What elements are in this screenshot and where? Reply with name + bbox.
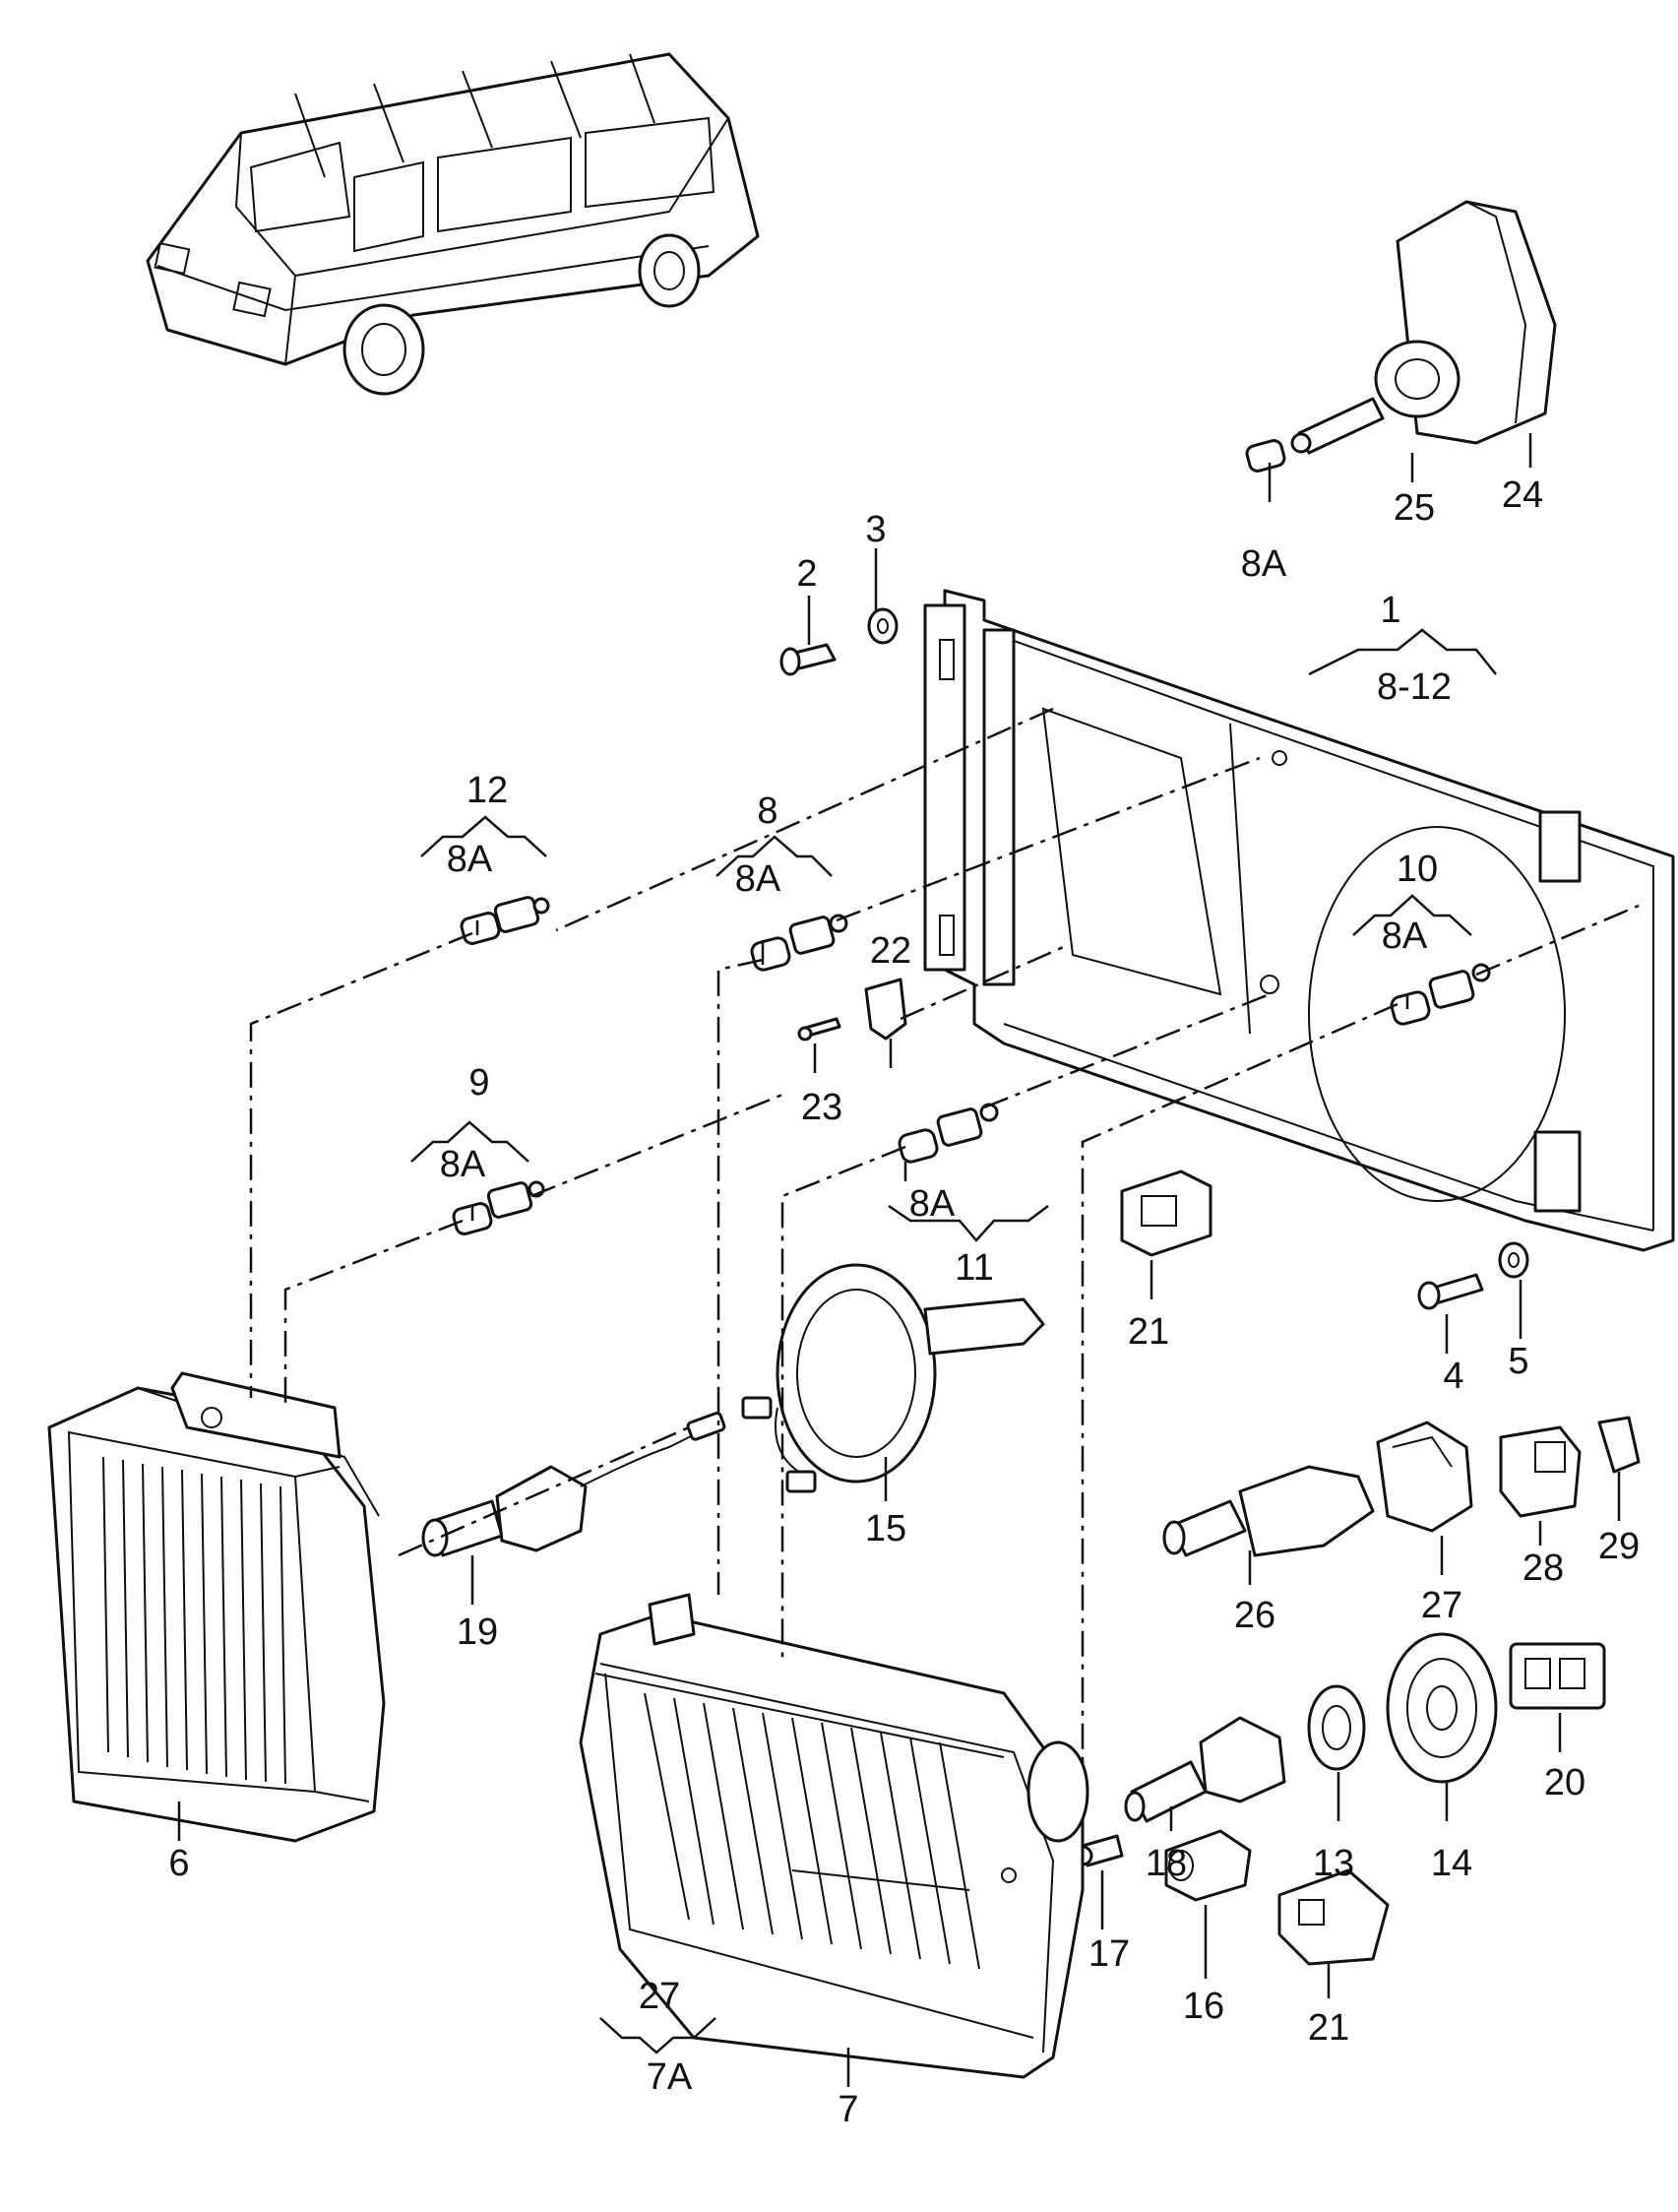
callout-15: 15	[865, 1508, 906, 1549]
callout-12-sub: 8A	[447, 839, 493, 880]
connector-29	[1597, 1416, 1641, 1474]
bulb-socket-8a-top	[1245, 439, 1286, 473]
callout-10-sub: 8A	[1382, 916, 1428, 957]
callout-23: 23	[801, 1087, 842, 1128]
pin-23	[797, 1017, 841, 1042]
callout-26: 26	[1234, 1595, 1275, 1636]
callout-20: 20	[1544, 1762, 1585, 1803]
callout-11-sub: 8A	[909, 1183, 956, 1225]
socket-16	[1164, 1829, 1252, 1902]
van-illustration	[146, 52, 760, 396]
callout-8: 8	[757, 790, 777, 832]
callout-4: 4	[1443, 1356, 1463, 1397]
callout-5: 5	[1508, 1341, 1528, 1382]
callout-8a-top: 8A	[1241, 543, 1287, 585]
fog-light-6	[47, 1371, 386, 1843]
callout-3: 3	[865, 509, 886, 550]
bulb-housing-24	[1374, 200, 1557, 445]
callout-29: 29	[1598, 1526, 1640, 1567]
adjuster-9	[452, 1180, 545, 1235]
connector-20	[1509, 1642, 1606, 1710]
callout-labels: 1 8-12 2 3 4 5 6 7 27 7A 8 8A 8A 9 8A 10…	[168, 474, 1640, 2130]
callout-25: 25	[1394, 487, 1435, 529]
callout-17: 17	[1088, 1933, 1130, 1975]
callout-7: 7	[838, 2089, 858, 2130]
assembly-lines	[249, 707, 1640, 1762]
callout-9-sub: 8A	[440, 1144, 486, 1185]
headlight-frame-1	[923, 589, 1675, 1252]
headlight-7	[579, 1593, 1089, 2079]
callout-24: 24	[1502, 474, 1543, 516]
adjuster-12	[460, 896, 550, 945]
callout-2: 2	[796, 553, 817, 595]
callout-8-sub: 8A	[735, 858, 781, 900]
callout-9: 9	[468, 1062, 489, 1104]
adjuster-10	[1390, 963, 1491, 1026]
callout-27: 27	[1421, 1585, 1462, 1626]
washer-5	[1498, 1241, 1529, 1279]
bulb-26	[1162, 1465, 1375, 1557]
cap-14	[1386, 1632, 1498, 1784]
clip-22	[864, 978, 907, 1041]
connector-21-top	[1120, 1169, 1212, 1257]
callout-19: 19	[457, 1612, 498, 1653]
retaining-ring-13	[1307, 1684, 1366, 1771]
screw-4	[1417, 1273, 1484, 1310]
callout-12: 12	[466, 770, 508, 811]
adjuster-11	[898, 1103, 999, 1164]
callout-21-bottom: 21	[1308, 2007, 1349, 2049]
callout-10: 10	[1397, 849, 1438, 890]
connector-21-bottom	[1277, 1868, 1390, 1966]
bulb-18	[1124, 1716, 1286, 1823]
screw-2	[779, 643, 837, 676]
callout-1: 1	[1380, 590, 1400, 631]
cap-27	[1376, 1421, 1473, 1533]
callout-18: 18	[1146, 1843, 1187, 1884]
callout-11: 11	[955, 1247, 993, 1289]
adjuster-8	[750, 914, 848, 972]
callout-21-top: 21	[1128, 1311, 1169, 1353]
bulb-19	[421, 1412, 726, 1557]
callout-14: 14	[1431, 1843, 1472, 1884]
callout-1-range: 8-12	[1377, 666, 1452, 708]
leader-lines	[177, 433, 1621, 2087]
bulb-17	[1072, 1834, 1124, 1867]
callout-13: 13	[1313, 1843, 1354, 1884]
callout-7a: 7A	[647, 2056, 693, 2098]
callout-22: 22	[870, 930, 911, 972]
callout-16: 16	[1183, 1986, 1224, 2027]
washer-3	[867, 607, 899, 645]
braces	[410, 628, 1497, 2054]
callout-28: 28	[1523, 1548, 1564, 1589]
bulb-25	[1290, 397, 1385, 455]
callout-7-sub: 27	[639, 1976, 680, 2017]
lamp-holder-15	[741, 1263, 1045, 1493]
callout-6: 6	[168, 1843, 189, 1884]
connector-28	[1499, 1425, 1582, 1518]
